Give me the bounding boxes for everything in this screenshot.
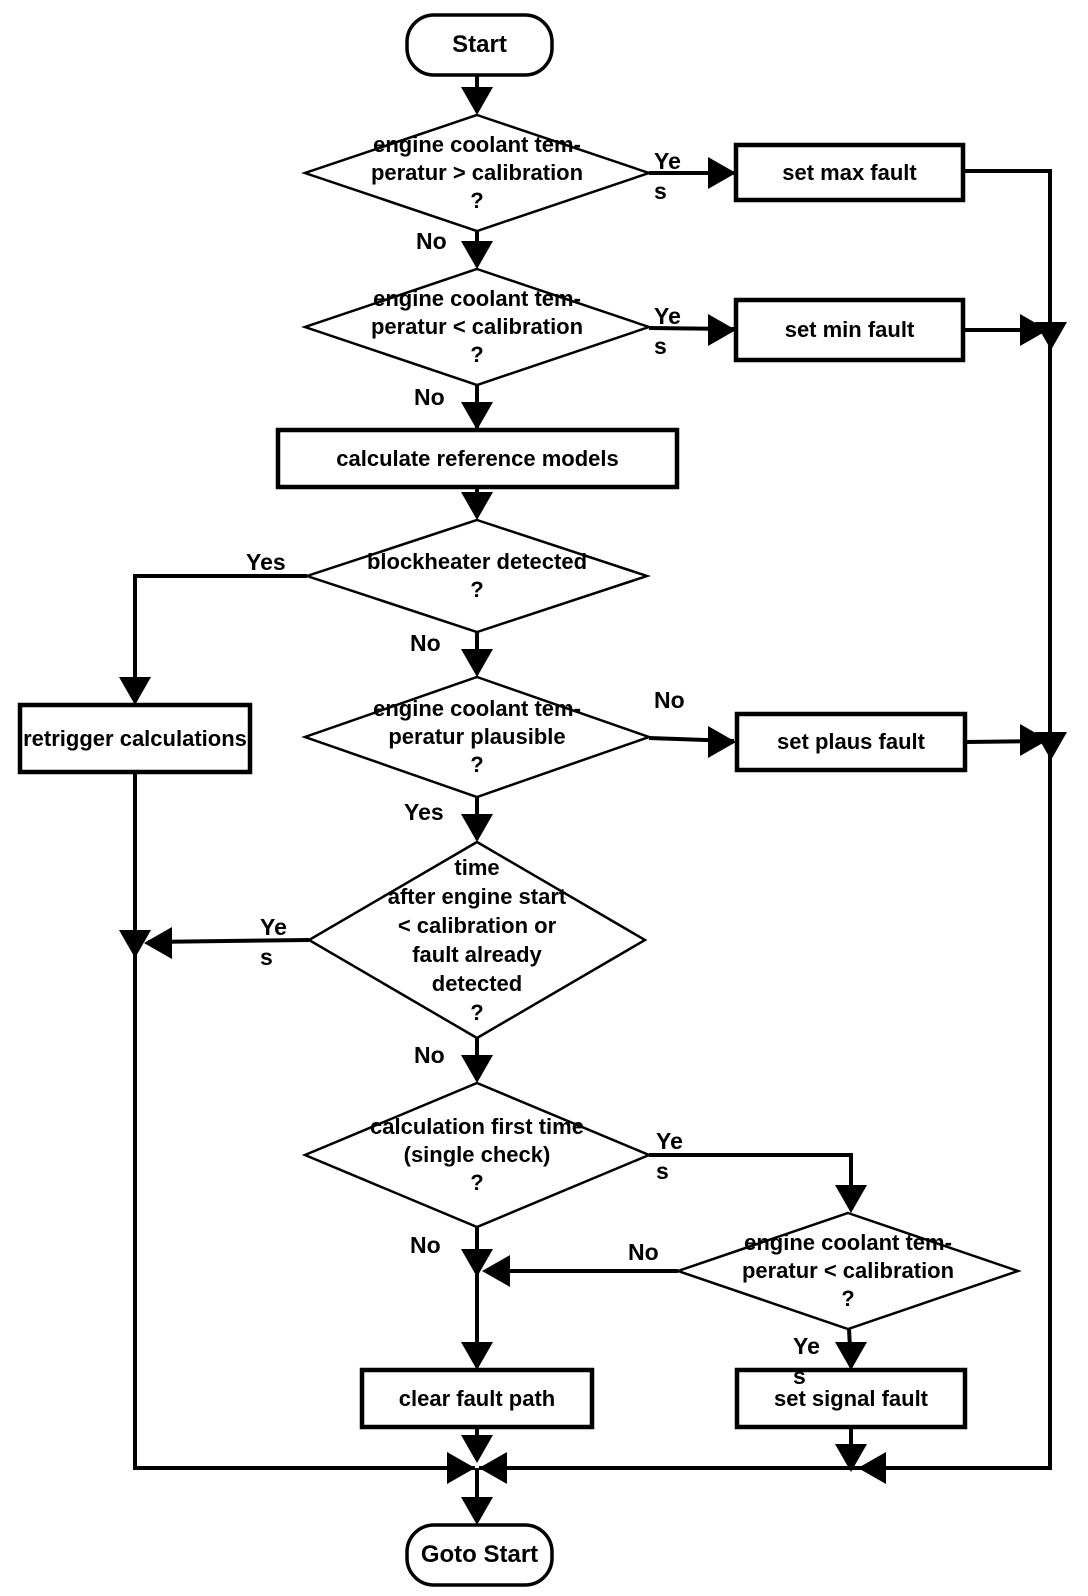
- edge-label-plausible-yes: Yes: [404, 799, 444, 825]
- node-check-time-label: time after engine start < calibration or…: [387, 855, 567, 1025]
- node-goto-start-shape: [405, 1523, 554, 1587]
- node-set-plaus-fault-label: set plaus fault: [777, 729, 925, 754]
- node-check-plausible-label: engine coolant tem- peratur plausible ?: [373, 696, 581, 777]
- edge-label-first-time-yes: Ye s: [656, 1128, 683, 1184]
- node-retrigger-calculations-label: retrigger calculations: [23, 725, 247, 751]
- node-start-shape: [405, 13, 554, 77]
- edge-label-time-yes: Ye s: [260, 914, 287, 970]
- node-clear-fault-path-label: clear fault path: [398, 1385, 556, 1411]
- node-check-signal-temp-label: engine coolant tem- peratur < calibratio…: [741, 1230, 955, 1311]
- edge-label-plausible-no: No: [654, 687, 685, 713]
- node-set-max-fault-label: set max fault: [782, 159, 917, 185]
- edge-time-yes: [147, 938, 310, 944]
- node-goto-start-label: Goto Start: [420, 1541, 539, 1568]
- node-check-plausible-shape: [301, 675, 653, 799]
- edge-label-temp-low-no: No: [414, 384, 445, 410]
- node-set-signal-fault-label: set signal fault: [773, 1385, 929, 1411]
- edge-label-temp-low-yes: Ye s: [654, 303, 681, 359]
- connector-arrowheads: [119, 87, 1067, 1525]
- edge-blockheater-yes: [133, 574, 307, 702]
- node-check-time-shape: [306, 840, 648, 1040]
- edge-label-temp-high-no: No: [416, 228, 447, 254]
- node-check-temp-low-shape: [301, 267, 653, 387]
- node-check-first-time-shape: [301, 1081, 653, 1229]
- edge-label-blockheater-no: No: [410, 630, 441, 656]
- node-check-first-time-label: calculation first time (single check) ?: [370, 1114, 584, 1195]
- node-set-plaus-fault-shape: [734, 711, 968, 773]
- edge-label-signal-temp-yes: Ye s: [793, 1333, 820, 1389]
- node-check-blockheater-label: blockheater detected ?: [366, 549, 588, 602]
- node-start-label: Start: [452, 31, 507, 58]
- node-set-signal-fault-shape: [734, 1367, 968, 1430]
- node-set-min-fault-label: set min fault: [784, 317, 915, 342]
- node-check-temp-high-shape: [301, 113, 653, 233]
- edge-right-trunk: [479, 169, 1052, 1470]
- edge-left-trunk: [133, 772, 475, 1470]
- edge-label-blockheater-yes: Yes: [246, 549, 286, 575]
- node-check-signal-temp-shape: [674, 1211, 1022, 1331]
- node-retrigger-calculations-shape: [17, 702, 253, 775]
- node-set-max-fault-shape: [733, 142, 966, 203]
- node-set-min-fault-shape: [733, 297, 966, 363]
- edge-label-signal-temp-no: No: [628, 1239, 659, 1265]
- node-check-temp-high-label: engine coolant tem- peratur > calibratio…: [370, 132, 584, 213]
- node-check-blockheater-shape: [303, 518, 651, 634]
- edge-label-temp-high-yes: Ye s: [654, 148, 681, 204]
- node-check-temp-low-label: engine coolant tem- peratur < calibratio…: [370, 286, 584, 367]
- node-calc-reference-shape: [275, 427, 680, 490]
- edge-label-time-no: No: [414, 1042, 445, 1068]
- node-shapes: [17, 13, 1022, 1587]
- node-calc-reference-label: calculate reference models: [336, 445, 619, 471]
- edge-label-first-time-no: No: [410, 1232, 441, 1258]
